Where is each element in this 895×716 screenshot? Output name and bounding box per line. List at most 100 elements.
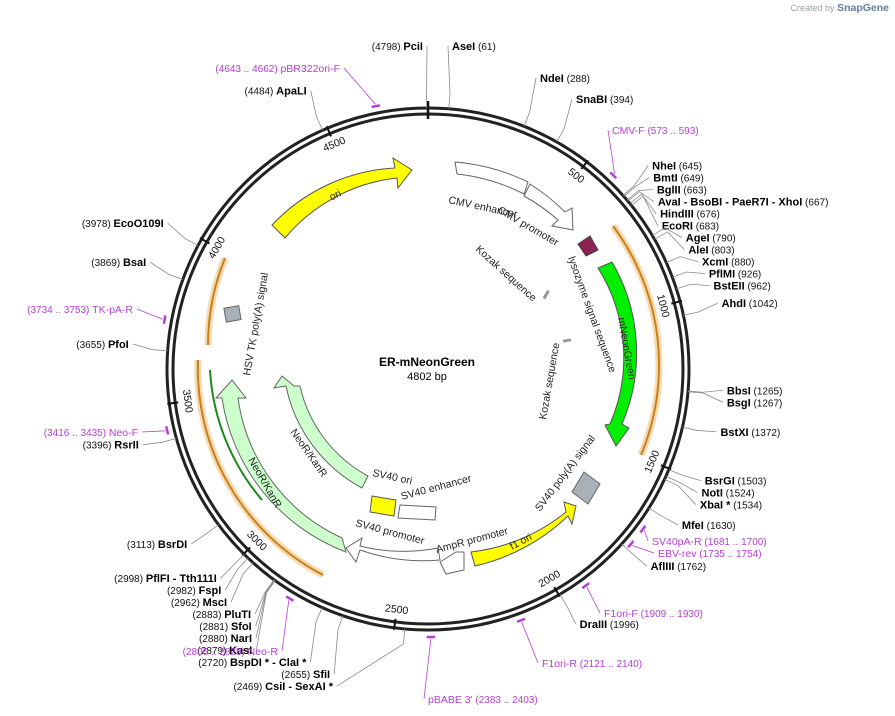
primer-range: (2383 .. 2403): [473, 695, 538, 706]
site-name: MfeI: [682, 520, 704, 532]
primer-name: SV40pA-R: [652, 536, 702, 548]
site-sfii: (2655) SfiI: [281, 615, 344, 681]
primer-name: EBV-rev: [658, 548, 697, 560]
primer-label: (3734 .. 3753) TK-pA-R: [27, 304, 133, 316]
site-draiii: DraIII (1996): [559, 594, 639, 631]
site-label: SnaBI (394): [576, 94, 633, 106]
site-label: (2962) MscI: [171, 597, 227, 609]
site-name: SfiI: [313, 669, 330, 681]
tick-mark: [671, 299, 683, 305]
site-position: (394): [607, 95, 633, 106]
site-pflfi-tth111i: (2998) PflFI - Tth111I: [114, 554, 245, 585]
orf-arc-neo-core: [196, 359, 324, 576]
site-leader: [447, 45, 451, 109]
label-ori: ori: [328, 187, 344, 203]
primer-range: (1681 .. 1700): [702, 537, 767, 548]
primer-leader: [607, 129, 615, 174]
site-label: (2883) PluTI: [193, 609, 252, 621]
orf-arc-neo-inner: [209, 369, 263, 501]
site-name: BstXI: [720, 427, 748, 439]
site-label: AhdI (1042): [722, 298, 778, 310]
site-position: (3396): [83, 441, 115, 452]
site-label: (2879) KasI: [197, 645, 252, 657]
site-bsai: (3869) BsaI: [91, 257, 183, 280]
primer-label: F1ori-R (2121 .. 2140): [542, 658, 642, 670]
site-leader: [220, 554, 245, 579]
primer-mark: [581, 582, 590, 590]
primer-label: CMV-F (573 .. 593): [612, 125, 699, 137]
site-label: (2720) BspDI * - ClaI *: [198, 657, 307, 669]
site-leader: [224, 557, 249, 591]
feature-sv40-ori: [369, 495, 397, 517]
site-label: (3978) EcoO109I: [82, 218, 164, 230]
site-label: (2880) NarI: [199, 633, 252, 645]
site-position: (3655): [76, 340, 108, 351]
site-position: (1996): [607, 620, 639, 631]
label-neokan-outer: NeoR/KanR: [245, 456, 284, 511]
site-name: SnaBI: [576, 94, 607, 106]
site-label: (2655) SfiI: [281, 669, 330, 681]
primer-name: CMV-F: [612, 125, 645, 137]
primer-range: (2806 .. 2825): [183, 647, 248, 658]
site-afliii: AflIII (1762): [621, 543, 706, 573]
feature-neokan-outer: [214, 379, 347, 553]
primer-mark: [371, 104, 381, 109]
site-leader: [167, 222, 199, 246]
site-label: (2982) FspI: [167, 585, 221, 597]
primer-pbr322ori-f: (4643 .. 4662) pBR322ori-F: [215, 63, 381, 109]
site-position: (1534): [730, 501, 762, 512]
site-position: (2982): [167, 586, 199, 597]
site-position: (663): [681, 186, 707, 197]
site-name: BsrDI: [158, 539, 187, 551]
site-position: (4798): [372, 42, 404, 53]
site-alei: AleI (803): [654, 231, 735, 257]
site-apali: (4484) ApaLI: [244, 86, 323, 131]
tick-mark: [199, 237, 210, 245]
tick-mark: [580, 159, 589, 170]
site-name: BglII: [657, 185, 681, 197]
site-leader: [672, 271, 705, 278]
site-pflmi: PflMI (926): [672, 269, 761, 281]
site-leader: [230, 562, 254, 603]
primer-name: Neo-R: [248, 646, 279, 658]
site-name: DraIII: [580, 619, 608, 631]
snapgene-brand: Created by SnapGene: [791, 2, 889, 14]
primer-mark: [164, 425, 170, 435]
site-label: XbaI * (1534): [700, 500, 762, 512]
site-label: XcmI (880): [702, 257, 754, 269]
site-name: ApaLI: [276, 86, 307, 98]
primer-range: (3416 .. 3435): [44, 428, 109, 439]
site-label: DraIII (1996): [580, 619, 639, 631]
tick-mark: [167, 401, 179, 405]
site-position: (803): [709, 246, 735, 257]
site-label: AseI (61): [452, 41, 496, 53]
site-leader: [683, 302, 718, 316]
site-name: BmtI: [653, 173, 677, 185]
primer-leader: [343, 67, 376, 105]
feature-kozak-2: [562, 338, 572, 343]
site-label: AvaI - BsoBI - PaeR7I - XhoI (667): [658, 197, 829, 209]
site-mfei: MfeI (1630): [648, 507, 736, 532]
primer-mark: [285, 595, 295, 602]
site-noti: NotI (1524): [665, 475, 755, 500]
site-leader: [665, 475, 698, 494]
site-label: (4798) PciI: [372, 41, 423, 53]
site-leader: [664, 478, 697, 505]
feature-lysozyme-signal: [577, 235, 599, 257]
site-bspdi-clai: (2720) BspDI * - ClaI *: [198, 607, 323, 669]
site-label: AleI (803): [688, 245, 734, 257]
site-position: (2469): [233, 682, 265, 693]
primer-range: (1909 .. 1930): [638, 609, 703, 620]
site-msci: (2962) MscI: [171, 562, 254, 609]
primer-leader: [521, 622, 539, 664]
primer-neo-r: (2806 .. 2825) Neo-R: [183, 595, 295, 658]
site-name: AleI: [688, 245, 708, 257]
site-name: BspDI * - ClaI *: [230, 657, 307, 669]
snapgene-logo: SnapGene: [837, 2, 889, 14]
site-hindiii: HindIII (676): [629, 193, 720, 221]
tick-label: 2500: [384, 602, 409, 617]
primer-label: SV40pA-R (1681 .. 1700): [652, 536, 767, 548]
orf-arc-tk-core: [207, 257, 226, 346]
site-xcmi: XcmI (880): [666, 256, 754, 269]
site-leader: [132, 343, 168, 352]
